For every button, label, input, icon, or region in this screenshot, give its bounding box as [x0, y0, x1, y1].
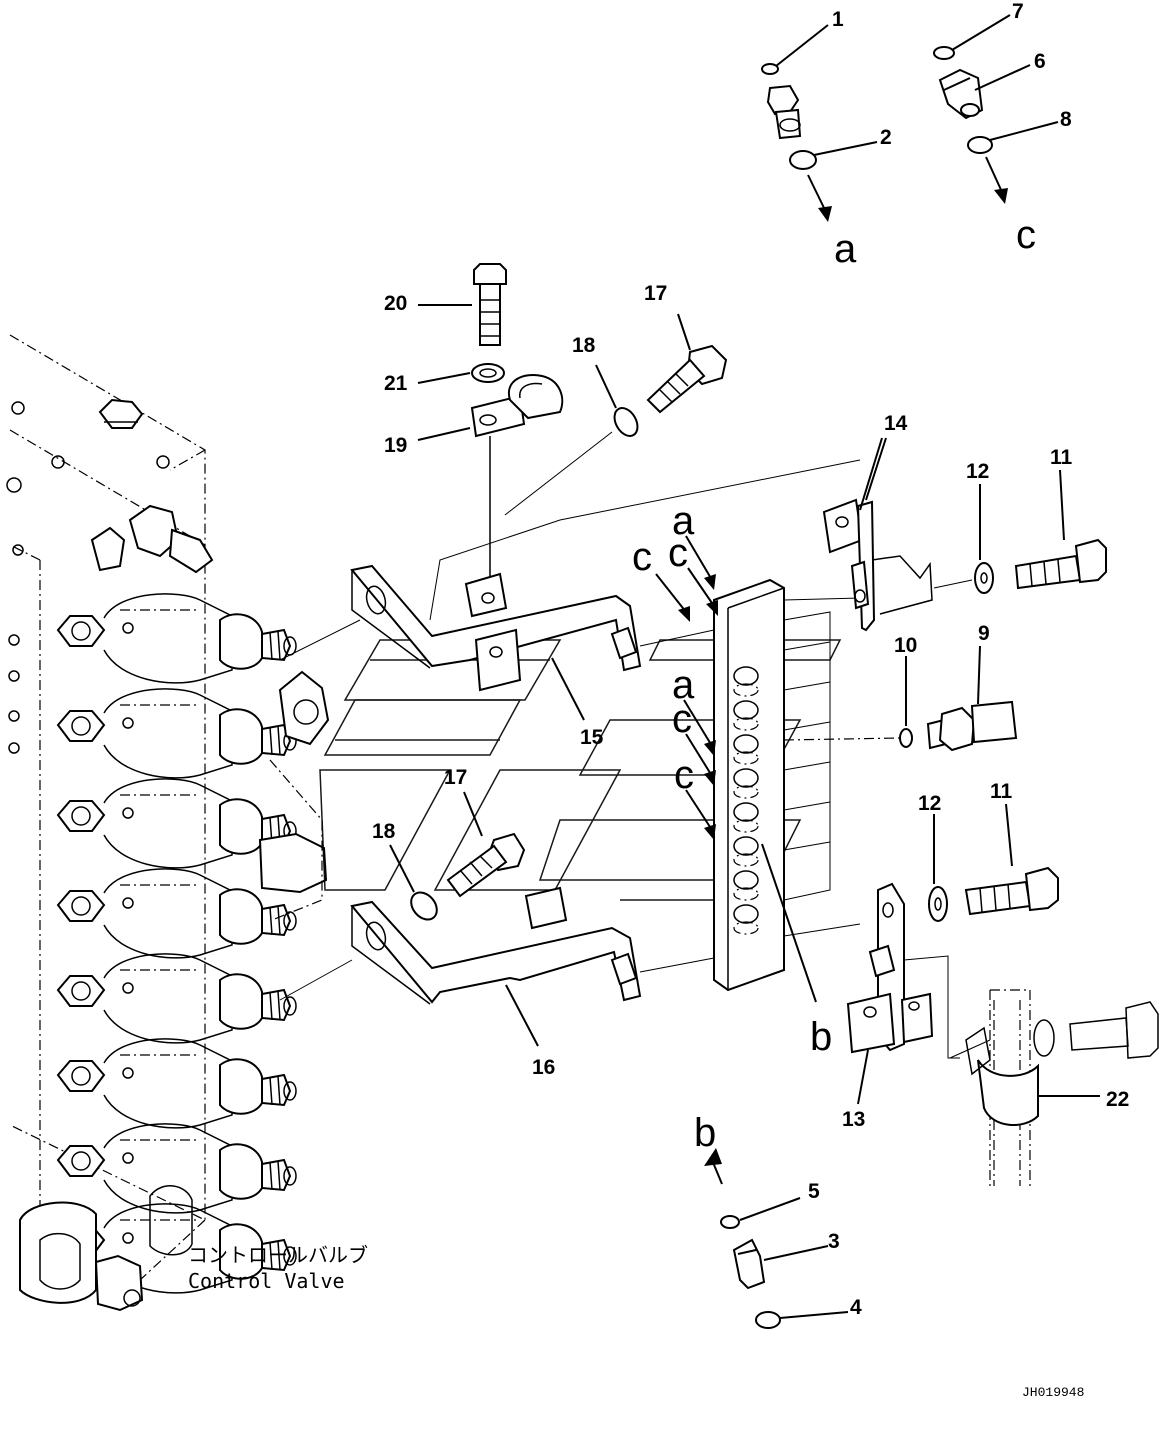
part-number-labels: 1 2 3 4 5 6 7 8 9 10 11 11 12 12 13 14 1…	[372, 0, 1129, 1319]
bolt-11-lower	[964, 803, 1059, 916]
bolt-20	[418, 263, 507, 346]
manifold-block	[713, 578, 901, 992]
ref-c-top: c	[1016, 213, 1036, 257]
valve-section	[56, 1038, 297, 1129]
ref-c-block-1a: c	[632, 535, 652, 579]
label-part-16: 16	[532, 1056, 555, 1079]
label-part-20: 20	[384, 292, 407, 315]
label-part-18-upper: 18	[572, 334, 596, 357]
o-ring-10	[899, 656, 913, 748]
label-part-12-lower: 12	[918, 792, 941, 815]
manifold-ports	[733, 666, 759, 935]
label-part-10: 10	[894, 634, 917, 657]
reference-letters: a c b a c c a c c b	[632, 213, 1036, 1155]
manifold-port	[733, 904, 759, 924]
ref-c-block-1b: c	[668, 531, 688, 575]
label-part-14: 14	[884, 412, 908, 435]
fitting-group-b	[704, 1148, 849, 1329]
label-part-21: 21	[384, 372, 408, 395]
bracket-13	[846, 882, 960, 1105]
label-part-19: 19	[384, 434, 407, 457]
bolt-17-middle	[446, 791, 526, 898]
washer-18-top	[504, 364, 639, 516]
clamp-19	[417, 374, 564, 590]
bracket-16	[279, 886, 715, 1047]
ref-a-top: a	[834, 227, 857, 271]
ref-c-block-2: c	[672, 697, 692, 741]
ref-c-block-3: c	[674, 753, 694, 797]
pipe-clamp-22	[949, 989, 1159, 1190]
label-part-17-upper: 17	[644, 282, 667, 305]
label-part-6: 6	[1034, 50, 1046, 73]
manifold-port	[733, 700, 759, 720]
caption-japanese: コントロールバルブ	[188, 1243, 368, 1267]
ref-a-block-1: a	[672, 499, 695, 543]
label-part-4: 4	[850, 1296, 862, 1319]
solenoid-large	[258, 670, 330, 921]
valve-section	[56, 953, 297, 1044]
valve-section	[56, 688, 297, 779]
ref-b-block: b	[810, 1015, 832, 1059]
manifold-port	[733, 802, 759, 822]
washer-12-upper	[974, 484, 994, 594]
label-part-15: 15	[580, 726, 604, 749]
caption-english: Control Valve	[188, 1269, 345, 1293]
washer-12-lower	[928, 814, 948, 922]
bolt-11-upper	[1014, 469, 1107, 590]
label-part-8: 8	[1060, 108, 1072, 131]
label-part-3: 3	[828, 1230, 840, 1253]
label-part-7: 7	[1012, 0, 1024, 23]
washer-18-middle	[389, 844, 438, 921]
manifold-port	[733, 836, 759, 856]
label-part-18-lower: 18	[372, 820, 396, 843]
valve-bottom-fittings	[19, 1185, 193, 1312]
valve-section	[56, 868, 297, 959]
manifold-port	[733, 734, 759, 754]
valve-connector-top	[90, 504, 214, 574]
washer-21	[417, 363, 505, 384]
block-reference-arrows	[655, 535, 817, 1003]
bracket-14	[822, 437, 973, 632]
label-part-5: 5	[808, 1180, 820, 1203]
control-valve-body	[6, 334, 206, 1301]
sensor-9	[926, 645, 1018, 752]
ref-a-block-2: a	[672, 663, 695, 707]
manifold-port	[733, 768, 759, 788]
bolt-17-top	[646, 313, 728, 414]
fitting-group-a	[761, 24, 878, 222]
label-part-1: 1	[832, 8, 844, 31]
manifold-port	[733, 870, 759, 890]
drawing-code: JH019948	[1022, 1385, 1084, 1400]
ref-b-bottom: b	[694, 1111, 716, 1155]
valve-section	[56, 1123, 297, 1214]
label-part-9: 9	[978, 622, 990, 645]
label-part-13: 13	[842, 1108, 865, 1131]
valve-section-stack	[19, 504, 330, 1312]
valve-section	[56, 593, 297, 684]
fitting-group-c	[933, 14, 1059, 204]
label-part-12-upper: 12	[966, 460, 989, 483]
bracket-15	[279, 459, 861, 721]
label-part-11-upper: 11	[1050, 446, 1073, 469]
label-part-17-lower: 17	[444, 766, 467, 789]
label-part-2: 2	[880, 126, 892, 149]
control-valve-caption: コントロールバルブ Control Valve	[188, 1243, 368, 1293]
label-part-22: 22	[1106, 1088, 1129, 1111]
manifold-port	[733, 666, 759, 686]
label-part-11-lower: 11	[990, 780, 1013, 803]
